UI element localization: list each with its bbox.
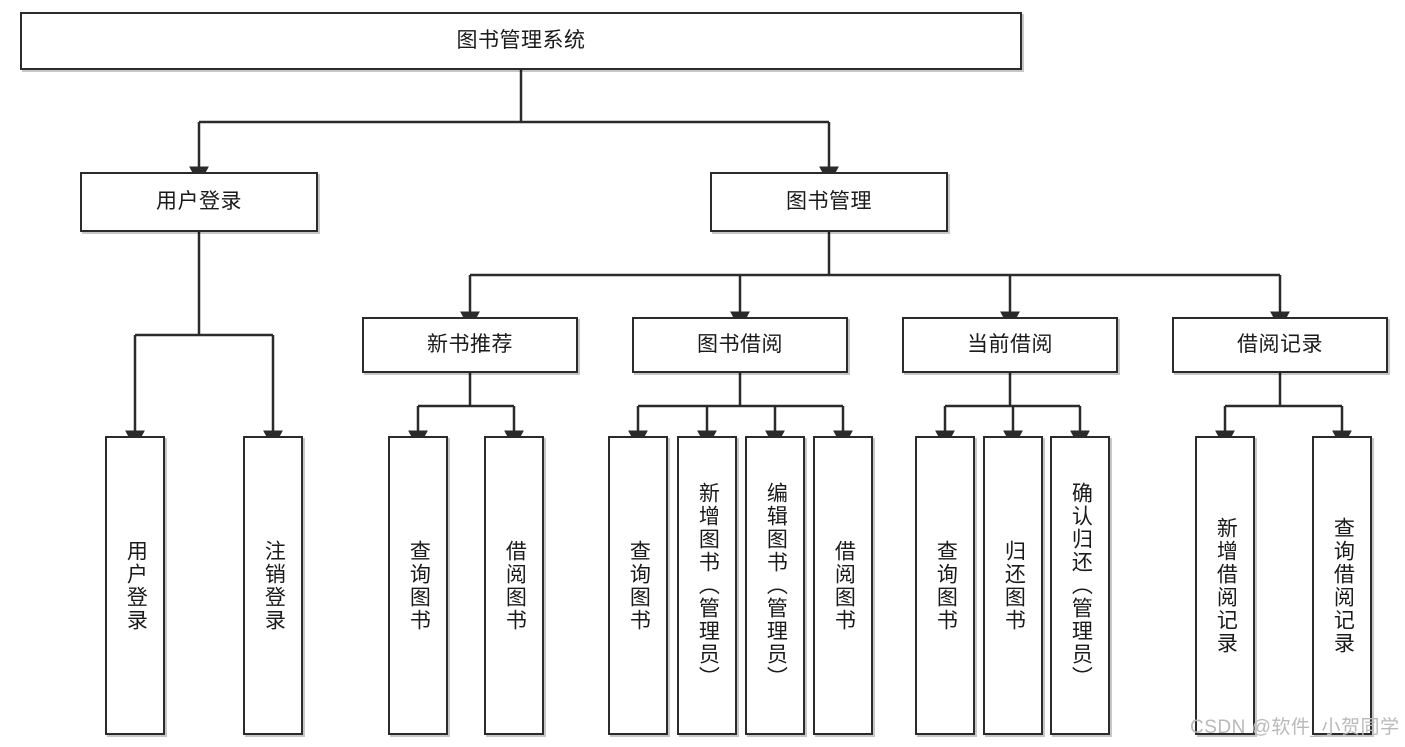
node-label-leaf-user-logout: 注销登录 bbox=[262, 539, 286, 632]
node-label-leaf-confirm-return: 确认归还（管理员） bbox=[1069, 482, 1093, 689]
node-borrow-record[interactable]: 借阅记录 bbox=[1172, 317, 1388, 373]
node-label-leaf-query-book-1: 查询图书 bbox=[407, 539, 431, 632]
node-label-leaf-return-book: 归还图书 bbox=[1002, 539, 1026, 632]
node-label-leaf-query-book-2: 查询图书 bbox=[627, 539, 651, 632]
node-new-book-recommend[interactable]: 新书推荐 bbox=[362, 317, 578, 373]
node-leaf-edit-book[interactable]: 编辑图书（管理员） bbox=[745, 436, 805, 735]
node-label-new-book-recommend: 新书推荐 bbox=[427, 333, 513, 357]
node-label-leaf-edit-book: 编辑图书（管理员） bbox=[764, 482, 788, 689]
node-leaf-query-book-3[interactable]: 查询图书 bbox=[915, 436, 975, 735]
node-label-borrow-record: 借阅记录 bbox=[1237, 333, 1323, 357]
node-label-leaf-add-borrow-record: 新增借阅记录 bbox=[1214, 516, 1238, 655]
node-book-management[interactable]: 图书管理 bbox=[710, 172, 948, 232]
node-leaf-user-logout[interactable]: 注销登录 bbox=[243, 436, 303, 735]
node-label-leaf-user-login: 用户登录 bbox=[124, 539, 148, 632]
node-label-book-management: 图书管理 bbox=[786, 190, 872, 214]
node-label-leaf-borrow-book-1: 借阅图书 bbox=[503, 539, 527, 632]
node-leaf-return-book[interactable]: 归还图书 bbox=[983, 436, 1043, 735]
csdn-watermark: CSDN @软件_小贺同学 bbox=[1190, 717, 1400, 738]
node-leaf-add-borrow-record[interactable]: 新增借阅记录 bbox=[1195, 436, 1255, 735]
node-current-borrow[interactable]: 当前借阅 bbox=[902, 317, 1118, 373]
node-leaf-add-book[interactable]: 新增图书（管理员） bbox=[677, 436, 737, 735]
node-label-user-login: 用户登录 bbox=[156, 190, 242, 214]
node-leaf-confirm-return[interactable]: 确认归还（管理员） bbox=[1050, 436, 1110, 735]
node-leaf-borrow-book-2[interactable]: 借阅图书 bbox=[813, 436, 873, 735]
node-leaf-user-login[interactable]: 用户登录 bbox=[105, 436, 165, 735]
node-leaf-query-book-1[interactable]: 查询图书 bbox=[388, 436, 448, 735]
node-leaf-query-book-2[interactable]: 查询图书 bbox=[608, 436, 668, 735]
node-label-book-borrow: 图书借阅 bbox=[697, 333, 783, 357]
node-leaf-borrow-book-1[interactable]: 借阅图书 bbox=[484, 436, 544, 735]
node-label-current-borrow: 当前借阅 bbox=[967, 333, 1053, 357]
node-label-leaf-borrow-book-2: 借阅图书 bbox=[832, 539, 856, 632]
node-book-borrow[interactable]: 图书借阅 bbox=[632, 317, 848, 373]
node-root[interactable]: 图书管理系统 bbox=[20, 12, 1022, 70]
node-label-leaf-query-borrow-record: 查询借阅记录 bbox=[1331, 516, 1355, 655]
node-leaf-query-borrow-record[interactable]: 查询借阅记录 bbox=[1312, 436, 1372, 735]
node-label-leaf-query-book-3: 查询图书 bbox=[934, 539, 958, 632]
node-label-root: 图书管理系统 bbox=[456, 29, 586, 53]
node-label-leaf-add-book: 新增图书（管理员） bbox=[696, 482, 720, 689]
node-user-login[interactable]: 用户登录 bbox=[80, 172, 318, 232]
